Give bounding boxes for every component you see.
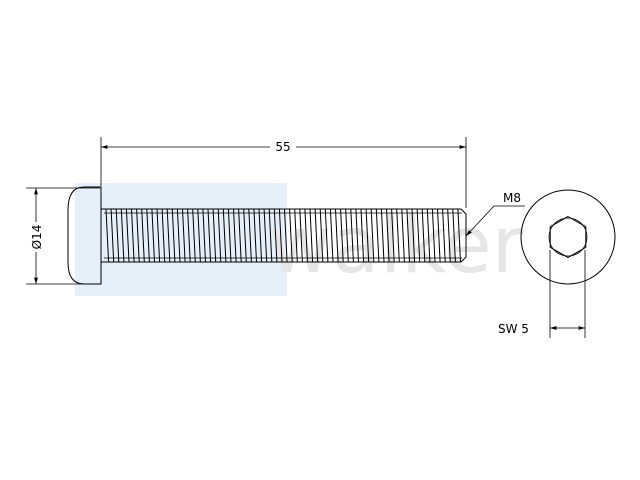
thread-line (442, 208, 446, 263)
thread-line (161, 208, 166, 263)
thread-line (192, 208, 196, 263)
thread-line (131, 208, 135, 263)
thread-line (238, 208, 242, 263)
thread-line (324, 208, 329, 263)
thread-line (375, 208, 380, 263)
thread-line (120, 208, 125, 263)
thread-line (421, 208, 426, 263)
watermark-block (75, 183, 287, 296)
head-diameter-label: Ø14 (30, 225, 44, 250)
thread-line (110, 208, 115, 263)
thread-line (340, 208, 344, 263)
thread-line (182, 208, 186, 263)
thread-line (248, 208, 252, 263)
thread-line (217, 208, 222, 263)
thread-line (202, 208, 206, 263)
thread-line (125, 208, 130, 263)
thread-line (447, 208, 451, 263)
thread-line (299, 208, 303, 263)
length-dimension: 55 (100, 137, 467, 208)
thread-line (243, 208, 247, 263)
thread-line (273, 208, 278, 263)
watermark: walker (75, 183, 525, 296)
thread-line (294, 208, 298, 263)
thread-line (406, 208, 410, 263)
thread-line (207, 208, 212, 263)
thread-line (222, 208, 227, 263)
head-diameter-dimension: Ø14 (26, 187, 100, 285)
thread-line (253, 208, 257, 263)
thread-line (263, 208, 268, 263)
thread-line (278, 208, 283, 263)
thread-line (166, 208, 171, 263)
thread-line (197, 208, 201, 263)
length-label: 55 (275, 140, 290, 154)
thread-line (360, 208, 365, 263)
thread-line (329, 208, 334, 263)
socket-size-label: SW 5 (498, 322, 529, 336)
thread-line (146, 208, 150, 263)
thread-line (151, 208, 155, 263)
thread-line (380, 208, 385, 263)
thread-line (396, 208, 400, 263)
thread-line (314, 208, 319, 263)
thread-line (437, 208, 441, 263)
thread-line (309, 208, 314, 263)
thread-line (416, 208, 421, 263)
thread-line (365, 208, 370, 263)
thread-line (227, 208, 232, 263)
thread-callout: M8 (465, 191, 525, 237)
thread-line (391, 208, 395, 263)
thread-line (345, 208, 349, 263)
thread-line (319, 208, 324, 263)
thread-line (156, 208, 161, 263)
thread-line (370, 208, 375, 263)
hex-socket-icon (549, 215, 587, 259)
thread-line (350, 208, 354, 263)
thread-line (115, 208, 120, 263)
thread-line (171, 208, 176, 263)
thread-line (401, 208, 405, 263)
thread-line (431, 208, 436, 263)
thread-line (258, 208, 263, 263)
thread-line (304, 208, 308, 263)
thread-line (386, 208, 390, 263)
thread-line (457, 208, 461, 263)
thread-line (105, 208, 110, 263)
thread-line (176, 208, 181, 263)
thread-line (141, 208, 145, 263)
thread-line (187, 208, 191, 263)
thread-hatching (105, 208, 461, 263)
thread-line (233, 208, 237, 263)
socket-size-dimension: SW 5 (498, 250, 586, 338)
thread-line (212, 208, 217, 263)
thread-line (426, 208, 431, 263)
thread-line (411, 208, 416, 263)
thread-line (335, 208, 339, 263)
thread-line (289, 208, 293, 263)
thread-line (284, 208, 288, 263)
thread-line (268, 208, 273, 263)
thread-line (136, 208, 140, 263)
thread-label: M8 (503, 191, 521, 205)
thread-line (452, 208, 456, 263)
thread-line (355, 208, 359, 263)
end-view (520, 189, 616, 285)
